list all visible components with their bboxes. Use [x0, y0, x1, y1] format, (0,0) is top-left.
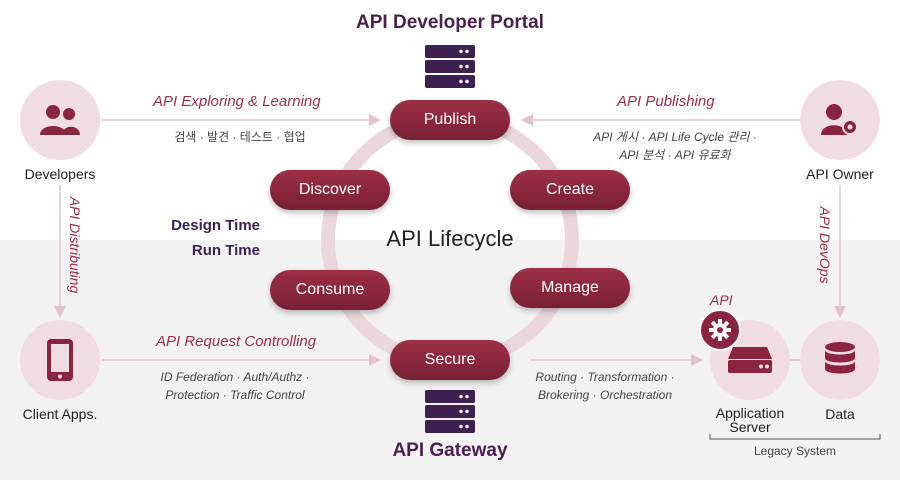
- api-badge-label: API: [710, 292, 733, 308]
- application-server-label: Application Server: [715, 405, 785, 435]
- legacy-bracket: [709, 434, 881, 440]
- developers-node[interactable]: [20, 80, 100, 160]
- stage-create[interactable]: Create: [510, 170, 630, 210]
- smartphone-icon: [47, 339, 73, 381]
- client-apps-node[interactable]: [20, 320, 100, 400]
- user-gear-icon: [821, 104, 858, 135]
- distributing-label: API Distributing: [67, 196, 83, 294]
- api-owner-node[interactable]: [800, 80, 880, 160]
- publishing-detail-2: API 분석 · API 유료화: [619, 148, 731, 162]
- database-icon: [825, 342, 855, 374]
- routing-detail-2: Brokering · Orchestration: [537, 388, 673, 402]
- application-server-node[interactable]: [710, 320, 790, 400]
- routing-detail-1: Routing · Transformation ·: [535, 370, 675, 384]
- request-detail-2: Protection · Traffic Control: [165, 388, 305, 402]
- server-icon: [728, 347, 772, 373]
- request-title: API Request Controlling: [156, 333, 317, 350]
- request-detail-1: ID Federation · Auth/Authz ·: [160, 370, 310, 384]
- lifecycle-title: API Lifecycle: [386, 226, 514, 251]
- developers-label: Developers: [24, 166, 96, 182]
- portal-server-icon: [425, 45, 475, 90]
- publishing-detail-1: API 게시 · API Life Cycle 관리 ·: [593, 130, 757, 144]
- design-time-label: Design Time: [171, 217, 260, 234]
- gateway-server-icon: [425, 390, 475, 435]
- stage-secure[interactable]: Secure: [390, 340, 510, 380]
- stage-discover[interactable]: Discover: [270, 170, 390, 210]
- users-icon: [40, 105, 80, 135]
- portal-title: API Developer Portal: [356, 12, 544, 33]
- devops-label: API DevOps: [817, 206, 833, 284]
- gear-icon: [709, 319, 731, 341]
- legacy-system-label: Legacy System: [753, 444, 837, 458]
- publishing-title: API Publishing: [617, 93, 715, 110]
- data-label: Data: [825, 406, 855, 422]
- client-apps-label: Client Apps.: [22, 406, 98, 422]
- run-time-label: Run Time: [191, 242, 260, 259]
- stage-manage[interactable]: Manage: [510, 268, 630, 308]
- exploring-detail: 검색 · 발견 · 테스트 · 협업: [174, 130, 306, 144]
- exploring-title: API Exploring & Learning: [153, 93, 321, 110]
- stage-publish[interactable]: Publish: [390, 100, 510, 140]
- data-node[interactable]: [800, 320, 880, 400]
- api-owner-label: API Owner: [806, 166, 874, 182]
- gateway-title: API Gateway: [392, 440, 508, 461]
- api-gear-badge: [699, 309, 741, 351]
- stage-consume[interactable]: Consume: [270, 270, 390, 310]
